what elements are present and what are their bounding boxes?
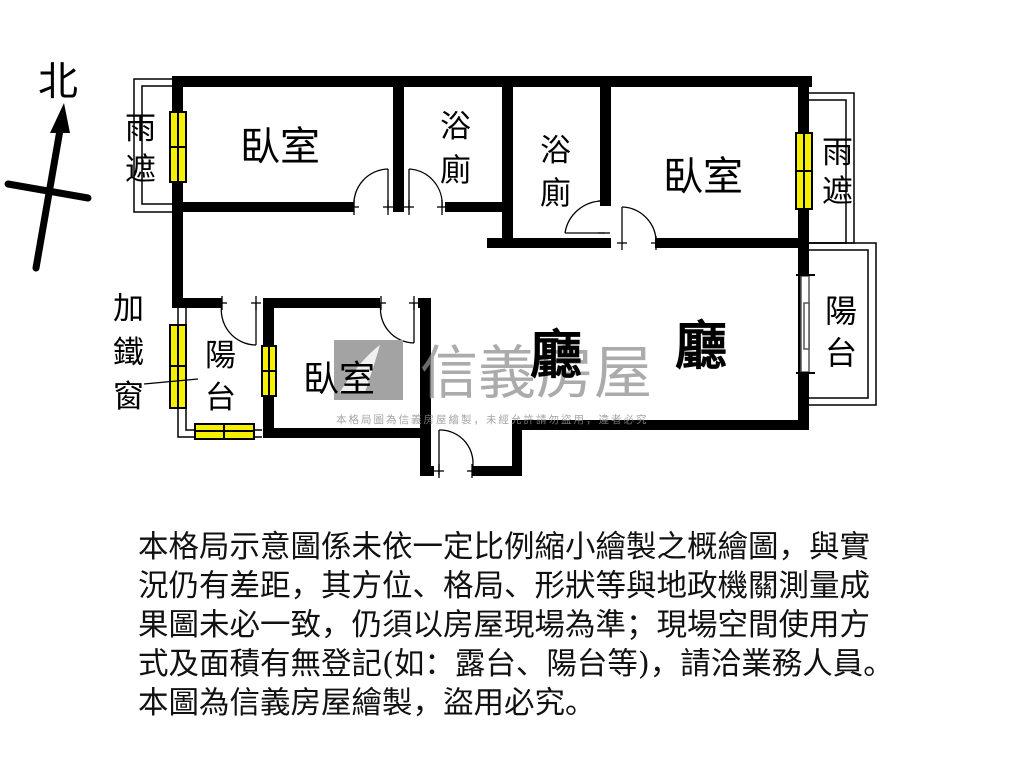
label-bedroom-top-right: 臥室 xyxy=(663,154,743,200)
label-living-room-2: 廳 xyxy=(675,317,727,377)
room-labels: 臥室 浴 廁 浴 廁 臥室 臥室 廳 廳 雨 遮 雨 遮 陽 台 陽 台 加 鐵… xyxy=(113,109,857,416)
walls xyxy=(172,76,812,476)
iron-window-pointer xyxy=(143,378,199,385)
label-iron-window-line1: 加 xyxy=(113,291,144,327)
sliding-door-balcony-right xyxy=(796,274,815,374)
label-balcony-right-line2: 台 xyxy=(825,334,857,372)
label-living-room-1: 廳 xyxy=(530,326,582,386)
window-iron-left xyxy=(169,324,187,409)
door-bedroom-bottom xyxy=(376,296,419,344)
label-balcony-right-line1: 陽 xyxy=(825,292,857,330)
disclaimer-line: 式及面積有無登記(如：露台、陽台等)，請洽業務人員。 xyxy=(138,647,894,682)
watermark-notice: 本格局圖為信義房屋繪製，未經允許請勿盜用，違者必究 xyxy=(336,413,649,426)
label-bedroom-top-left: 臥室 xyxy=(240,124,320,170)
window-balcony-bottom xyxy=(194,423,255,440)
label-canopy-left-line1: 雨 xyxy=(125,111,156,147)
window-bedroom-right xyxy=(795,132,813,210)
disclaimer-line: 況仍有差距，其方位、格局、形狀等與地政機關測量成 xyxy=(138,569,870,604)
window-bedroom-bottom xyxy=(261,345,277,397)
door-bathroom-1 xyxy=(404,168,447,215)
label-bathroom-2-line2: 廁 xyxy=(540,176,571,212)
label-bathroom-1-line2: 廁 xyxy=(440,153,471,189)
label-iron-window-line3: 窗 xyxy=(113,379,144,415)
window-bedroom-left xyxy=(169,111,187,183)
label-balcony-left-line2: 台 xyxy=(205,380,236,416)
windows xyxy=(169,111,815,440)
disclaimer-line: 果圖未必一致，仍須以房屋現場為準；現場空間使用方 xyxy=(138,608,870,643)
door-bedroom-top-left xyxy=(349,168,393,215)
north-arrow-icon xyxy=(4,103,92,272)
label-iron-window-line2: 鐵 xyxy=(113,335,144,371)
label-canopy-right-line1: 雨 xyxy=(822,135,853,171)
door-entrance xyxy=(434,429,477,478)
door-bedroom-top-right xyxy=(617,206,661,250)
door-balcony-left xyxy=(217,296,261,346)
disclaimer-line: 本圖為信義房屋繪製，盜用必究。 xyxy=(138,686,596,721)
disclaimer-line: 本格局示意圖係未依一定比例縮小繪製之概繪圖，與實 xyxy=(138,530,870,565)
disclaimer: 本格局示意圖係未依一定比例縮小繪製之概繪圖，與實 況仍有差距，其方位、格局、形狀… xyxy=(138,528,1008,723)
label-canopy-right-line2: 遮 xyxy=(822,174,853,210)
label-canopy-left-line2: 遮 xyxy=(125,152,156,188)
floor-plan: 北 xyxy=(4,59,877,478)
watermark: 信義房屋 本格局圖為信義房屋繪製，未經允許請勿盜用，違者必究 xyxy=(334,339,652,426)
label-balcony-left-line1: 陽 xyxy=(205,338,236,374)
watermark-brand: 信義房屋 xyxy=(420,339,652,407)
label-bathroom-2-line1: 浴 xyxy=(540,133,571,169)
north-label: 北 xyxy=(38,59,78,105)
label-bathroom-1-line1: 浴 xyxy=(440,109,471,145)
door-bathroom-2 xyxy=(564,197,610,234)
doors xyxy=(217,168,661,478)
label-bedroom-bottom: 臥室 xyxy=(303,359,375,400)
